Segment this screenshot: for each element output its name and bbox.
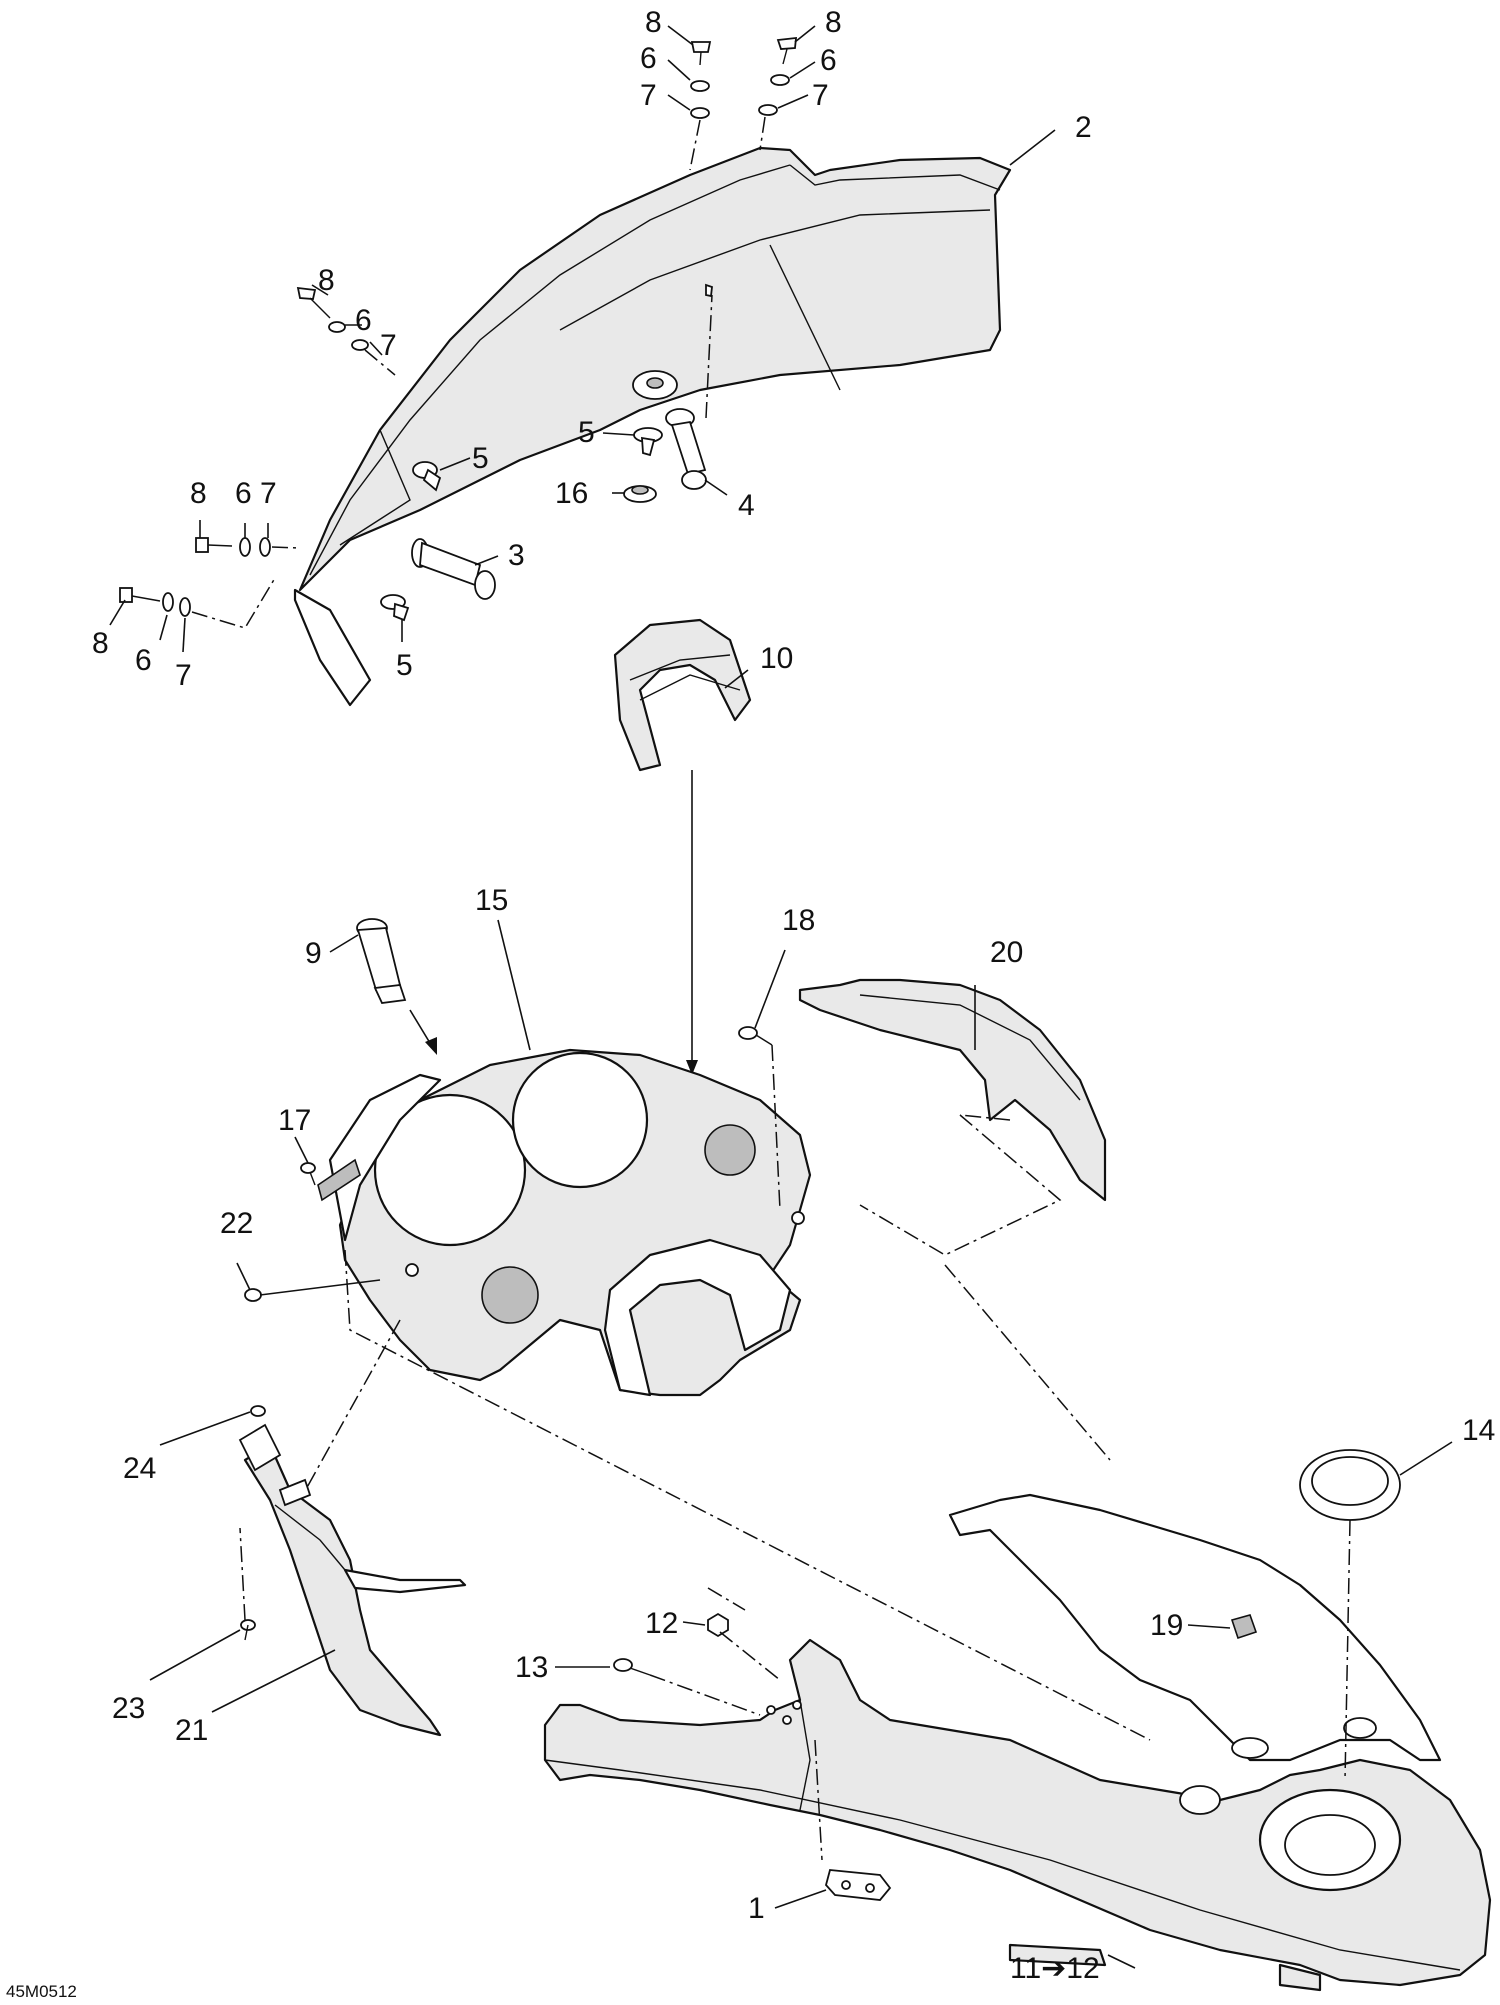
callout-11-to-12: 11➔12 <box>1010 1952 1100 1985</box>
washer-7-icon <box>179 597 191 617</box>
screw-part-22[interactable] <box>244 1279 381 1302</box>
washer-7-icon <box>351 339 369 351</box>
washer-6-icon <box>239 537 251 557</box>
callout-19: 19 <box>1150 1609 1183 1642</box>
callout-7: 7 <box>260 477 277 510</box>
damper-rod-part-4[interactable] <box>665 283 713 490</box>
screw-part-18[interactable] <box>738 1026 781 1211</box>
callout-20: 20 <box>990 936 1023 969</box>
callout-6: 6 <box>820 44 837 77</box>
fastener-stack-top-left[interactable] <box>689 41 712 171</box>
speaker-grille-left <box>481 1266 539 1324</box>
leader-lines <box>109 25 1453 1969</box>
callout-7: 7 <box>640 79 657 112</box>
left-side-panel-part-21[interactable] <box>243 1443 467 1737</box>
callout-7: 7 <box>380 329 397 362</box>
callout-14: 14 <box>1462 1414 1495 1447</box>
callouts: 8 6 7 8 6 7 2 8 6 7 5 5 16 4 3 5 8 6 7 8… <box>92 6 1495 1985</box>
hood-part-2[interactable] <box>293 146 1012 707</box>
cover-part-10[interactable] <box>613 618 752 1075</box>
callout-7: 7 <box>175 659 192 692</box>
accessory-socket-part-9[interactable] <box>356 918 437 1055</box>
ring-part-14[interactable] <box>1299 1449 1401 1781</box>
rivet-5-mid[interactable] <box>412 461 442 492</box>
assembly-line-trim-to-base <box>944 1264 1111 1461</box>
callout-21: 21 <box>175 1714 208 1747</box>
rivet-5-lower[interactable] <box>380 594 410 622</box>
washer-6-icon <box>770 74 790 86</box>
instrument-panel-part-15[interactable] <box>328 1048 812 1397</box>
gauge-opening-right <box>511 1051 649 1189</box>
washer-6-icon <box>328 321 346 333</box>
callout-5: 5 <box>396 649 413 682</box>
washer-7-icon <box>758 104 778 116</box>
callout-24: 24 <box>123 1452 156 1485</box>
callout-17: 17 <box>278 1104 311 1137</box>
washer-7-icon <box>259 537 271 557</box>
screw-part-13[interactable] <box>613 1658 761 1716</box>
washer-6-icon <box>162 592 174 612</box>
callout-5: 5 <box>472 442 489 475</box>
washer-7-icon <box>690 107 710 119</box>
callout-4: 4 <box>738 489 755 522</box>
bolt-8-icon <box>690 41 712 53</box>
callout-8: 8 <box>318 264 335 297</box>
bracket-part-24[interactable] <box>238 1405 312 1507</box>
grommet-hole-center <box>646 377 664 389</box>
callout-1: 1 <box>748 1892 765 1925</box>
callout-8: 8 <box>645 6 662 39</box>
bolt-8-icon <box>296 286 317 300</box>
bolt-8-icon <box>195 537 209 553</box>
callout-8: 8 <box>190 477 207 510</box>
callout-10: 10 <box>760 642 793 675</box>
callout-6: 6 <box>355 304 372 337</box>
callout-3: 3 <box>508 539 525 572</box>
fastener-stack-mid-left[interactable] <box>296 286 396 376</box>
bolt-8-icon <box>776 36 798 50</box>
grommet-part-16[interactable] <box>623 485 657 503</box>
drawing-code: 45M0512 <box>6 1982 77 2001</box>
washer-6-icon <box>690 80 710 92</box>
callout-6: 6 <box>235 477 252 510</box>
callout-5: 5 <box>578 416 595 449</box>
callout-2: 2 <box>1075 111 1092 144</box>
fastener-stack-left-lower[interactable] <box>119 577 276 629</box>
cup-holder-opening <box>603 1238 792 1397</box>
deck-upper-tray <box>948 1493 1442 1762</box>
rivet-5-right[interactable] <box>633 427 663 457</box>
callout-13: 13 <box>515 1651 548 1684</box>
callout-16: 16 <box>555 477 588 510</box>
bracket-part-1[interactable] <box>814 1739 892 1901</box>
screw-part-23[interactable] <box>239 1527 256 1641</box>
assembly-line-panel-to-side <box>299 1319 401 1501</box>
callout-12: 12 <box>645 1607 678 1640</box>
fastener-stack-left-upper[interactable] <box>195 537 301 557</box>
callout-15: 15 <box>475 884 508 917</box>
gauge-opening-left <box>373 1093 527 1247</box>
fastener-stack-top-right[interactable] <box>758 36 798 151</box>
bolt-8-icon <box>119 587 133 603</box>
callout-7: 7 <box>812 79 829 112</box>
callout-8: 8 <box>825 6 842 39</box>
callout-6: 6 <box>135 644 152 677</box>
callout-6: 6 <box>640 42 657 75</box>
base-deck-part-11[interactable] <box>543 1493 1492 1992</box>
callout-9: 9 <box>305 937 322 970</box>
speaker-grille-right <box>704 1124 756 1176</box>
nut-part-19[interactable] <box>1230 1614 1258 1640</box>
assembly-line-panel-to-base <box>344 1249 1151 1741</box>
callout-22: 22 <box>220 1207 253 1240</box>
nut-part-12[interactable] <box>707 1587 781 1681</box>
side-trim-part-20[interactable] <box>798 978 1107 1256</box>
damper-rod-part-3[interactable] <box>411 538 496 600</box>
callout-8: 8 <box>92 627 109 660</box>
callout-23: 23 <box>112 1692 145 1725</box>
callout-18: 18 <box>782 904 815 937</box>
